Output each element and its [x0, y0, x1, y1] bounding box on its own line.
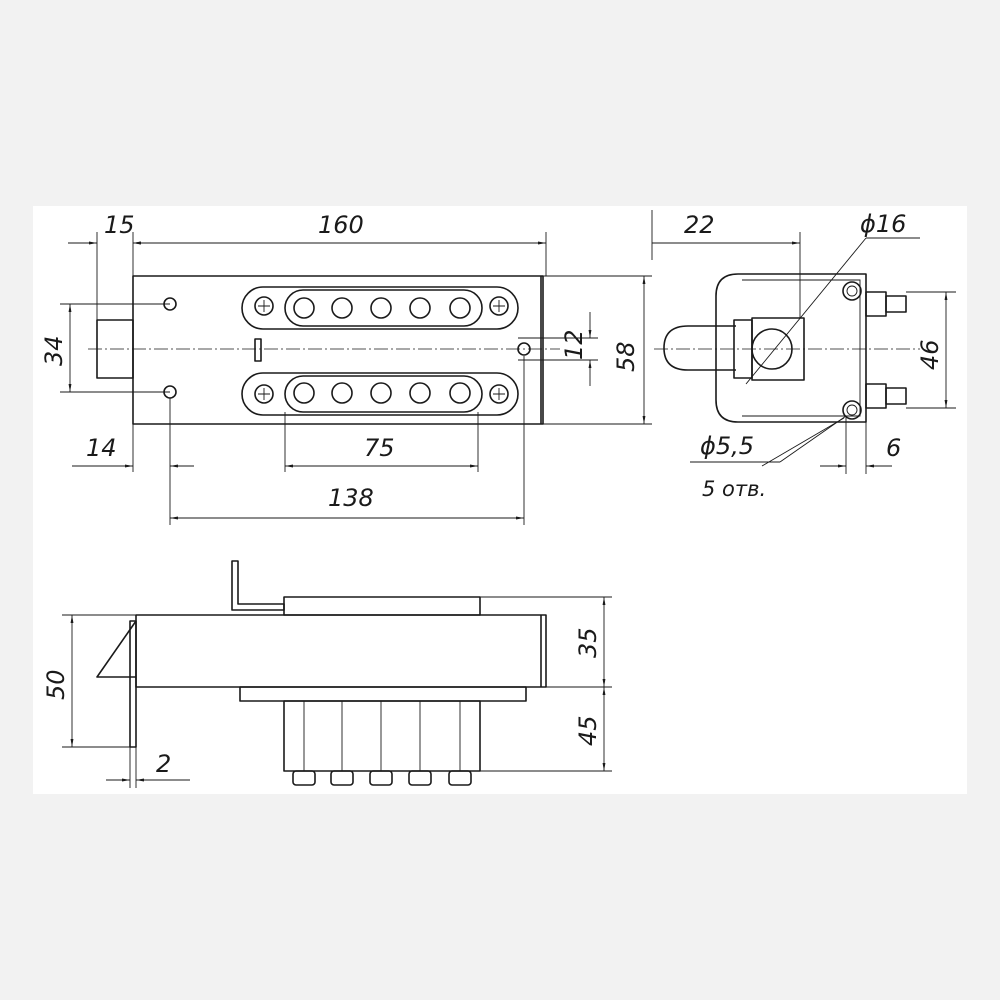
- screw: [489, 296, 509, 316]
- button-pins: [292, 701, 472, 786]
- handle: [231, 560, 285, 611]
- dim-14: 14: [86, 434, 117, 462]
- dim-12: 12: [560, 329, 588, 360]
- dim-75: 75: [364, 434, 395, 462]
- code-button: [370, 297, 392, 319]
- buttons-lower: [293, 382, 471, 404]
- faceplate: [129, 620, 137, 748]
- dim-22: 22: [684, 211, 715, 239]
- code-button: [370, 382, 392, 404]
- stud: [865, 383, 887, 409]
- dim-46: 46: [916, 339, 944, 370]
- dim-50: 50: [42, 669, 70, 700]
- dim-138: 138: [328, 484, 374, 512]
- buttons-upper: [293, 297, 471, 319]
- code-button: [409, 382, 431, 404]
- button-plate-upper: [241, 286, 519, 330]
- code-button: [449, 382, 471, 404]
- screw: [254, 296, 274, 316]
- stud-tip: [885, 295, 907, 313]
- code-button: [449, 297, 471, 319]
- code-button: [409, 297, 431, 319]
- dim-phi16: ϕ16: [860, 210, 906, 238]
- code-button: [293, 297, 315, 319]
- side-body-outline: [715, 273, 867, 423]
- fixing-hole: [842, 400, 862, 420]
- side-view: 22 ϕ16 46 ϕ5,5 5 отв. 6: [651, 210, 956, 501]
- dim-phi5-5: ϕ5,5: [700, 432, 754, 460]
- top-view: 15 160 34 12 58 14 75 138: [40, 211, 652, 525]
- fixing-hole: [842, 281, 862, 301]
- dim-2: 2: [156, 750, 171, 778]
- bolt-wedge: [96, 620, 137, 678]
- dim-35: 35: [574, 627, 602, 658]
- stud: [865, 291, 887, 317]
- dim-15: 15: [104, 211, 135, 239]
- code-button: [331, 297, 353, 319]
- button-rail-lower: [284, 375, 483, 413]
- dim-6: 6: [886, 434, 901, 462]
- knob: [663, 325, 736, 371]
- base-plate: [239, 686, 527, 702]
- cover-plate: [283, 596, 481, 616]
- holes-note: 5 отв.: [702, 477, 766, 501]
- code-button: [293, 382, 315, 404]
- slot: [254, 338, 262, 362]
- button-plate-lower: [241, 372, 519, 416]
- screw: [254, 384, 274, 404]
- code-button: [331, 382, 353, 404]
- dim-34: 34: [40, 335, 68, 366]
- front-view: 35 45 50 2: [42, 560, 612, 788]
- front-body: [135, 614, 547, 688]
- dim-160: 160: [318, 211, 364, 239]
- button-rail-upper: [284, 289, 483, 327]
- stud-tip: [885, 387, 907, 405]
- screw: [489, 384, 509, 404]
- button-block: [283, 700, 481, 772]
- dim-58: 58: [612, 341, 640, 372]
- dim-45: 45: [574, 715, 602, 746]
